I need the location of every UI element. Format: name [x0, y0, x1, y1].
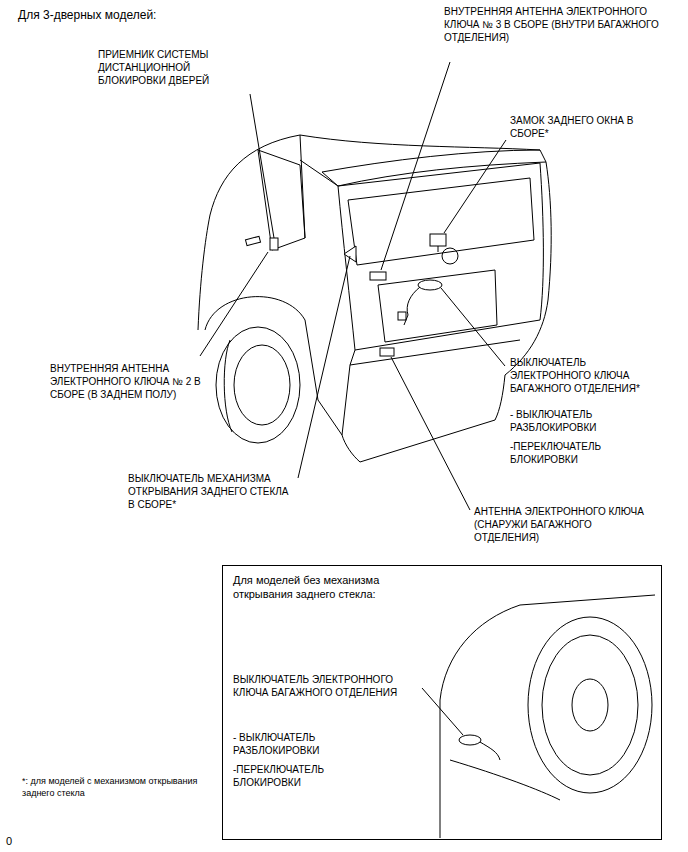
footnote: *: для моделей с механизмом открывания з…	[22, 776, 200, 799]
part-label: ВЫКЛЮЧАТЕЛЬ ЭЛЕКТРОННОГО КЛЮЧА БАГАЖНОГО…	[233, 673, 428, 699]
part-label: -ПЕРЕКЛЮЧАТЕЛЬ БЛОКИРОВКИ	[233, 763, 343, 789]
part-label: ВНУТРЕННЯЯ АНТЕННА ЭЛЕКТРОННОГО КЛЮЧА № …	[444, 5, 682, 44]
part-label: АНТЕННА ЭЛЕКТРОННОГО КЛЮЧА (СНАРУЖИ БАГА…	[474, 505, 654, 544]
part-label: -ПЕРЕКЛЮЧАТЕЛЬ БЛОКИРОВКИ	[510, 440, 620, 466]
part-label: ПРИЕМНИК СИСТЕМЫ ДИСТАНЦИОННОЙ БЛОКИРОВК…	[98, 48, 238, 87]
part-label: ВНУТРЕННЯЯ АНТЕННА ЭЛЕКТРОННОГО КЛЮЧА № …	[50, 362, 215, 401]
inset-panel: Для моделей без механизма открывания зад…	[222, 565, 662, 840]
panel-heading: Для моделей без механизма открывания зад…	[233, 573, 383, 602]
part-label: ВЫКЛЮЧАТЕЛЬ МЕХАНИЗМА ОТКРЫВАНИЯ ЗАДНЕГО…	[128, 472, 293, 511]
part-label: ВЫКЛЮЧАТЕЛЬ ЭЛЕКТРОННОГО КЛЮЧА БАГАЖНОГО…	[510, 356, 655, 395]
part-label: - ВЫКЛЮЧАТЕЛЬ РАЗБЛОКИРОВКИ	[233, 731, 343, 757]
part-label: - ВЫКЛЮЧАТЕЛЬ РАЗБЛОКИРОВКИ	[510, 408, 620, 434]
part-label: ЗАМОК ЗАДНЕГО ОКНА В СБОРЕ*	[510, 114, 645, 140]
page-number: 0	[6, 834, 12, 848]
diagram-title: Для 3-дверных моделей:	[18, 8, 318, 24]
